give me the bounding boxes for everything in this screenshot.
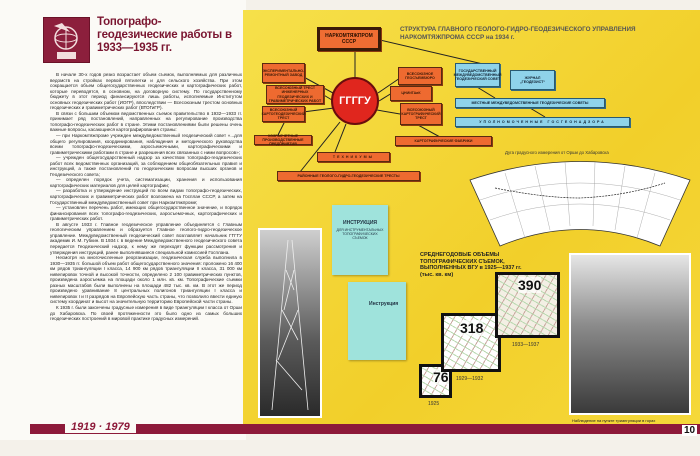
unit-box: ВСЕСОЮЗНЫЙ КАРТОГЕОДЕЗИЧЕСКИЙ ТРЕСТ: [261, 106, 306, 122]
instruction-document: Инструкция: [348, 282, 406, 360]
paragraph: В начале 30-х годов резко возрастает объ…: [50, 72, 242, 111]
page-number: 10: [682, 425, 698, 436]
unit-box: ЭКСПЕРИМЕНТАЛЬНО-РЕМОНТНЫЙ ЗАВОД: [262, 63, 305, 83]
unit-box: ВСЕСОЮЗНОЕ ГЕОСЪЕМБЮРО: [398, 67, 442, 85]
text-column: [0, 0, 246, 440]
unit-box: ВСЕСОЮЗНЫЙ ТРЕСТ ИНЖЕНЕРНЫХ ГЕОДЕЗИЧЕСКИ…: [266, 85, 324, 104]
unit-box: РАЙОННЫЕ ГЕОЛОГО-ГИДРО-ГЕОДЕЗИЧЕСКИЕ ТРЕ…: [277, 171, 420, 181]
document-subtitle: ДЛЯ ИНСТРУМЕНТАЛЬНЫХ ТОПОГРАФИЧЕСКИХ СЪЕ…: [336, 228, 384, 240]
unit-box: ЦНИИГАиК: [390, 86, 432, 101]
narkomtyazhprom-box: НАРКОМТЯЖПРОМ СССР: [317, 27, 381, 51]
body-text: В начале 30-х годов резко возрастает объ…: [50, 72, 242, 322]
ggggu-logo: [43, 17, 90, 63]
unit-box: ТЕХНИКУМЫ: [317, 152, 390, 162]
document-title: Инструкция: [369, 301, 399, 307]
journal-box: ЖУРНАЛ „ГЕОДЕЗИСТ“: [510, 70, 555, 90]
unit-box: КАРТОГРАФИЧЕСКИЕ ФАБРИКИ: [395, 136, 492, 146]
mountain-observation-photo: [569, 253, 691, 415]
volume-map-1929-1932: 318: [441, 313, 501, 372]
paragraph: — при Наркомтяжпроме учрежден междуведом…: [50, 133, 242, 155]
unit-box: ВСЕСОЮЗНЫЙ КАРТОГРАФИЧЕСКИЙ ТРЕСТ: [400, 103, 442, 125]
document-title: ИНСТРУКЦИЯ: [342, 220, 378, 226]
page-title: Топографо-геодезические работы в 1933—19…: [97, 16, 232, 54]
period-label: 1925: [428, 401, 440, 407]
inspectors-box: УПОЛНОМОЧЕННЫЕ ГОСГЕОНАДЗОРА: [455, 117, 630, 127]
paragraph: — разработка и утверждение инструкций по…: [50, 188, 242, 205]
paragraph: В связи с большим объемом ведомственных …: [50, 110, 242, 133]
paragraph: Несмотря на многочисленные реорганизации…: [50, 255, 242, 305]
volume-value: 76: [433, 369, 449, 385]
paragraph: К 1935 г. были закончены градусные измер…: [50, 304, 242, 322]
volumes-title: СРЕДНЕГОДОВЫЕ ОБЪЕМЫ ТОПОГРАФИЧЕСКИХ СЪЕ…: [420, 252, 522, 279]
paragraph: В августе 1933 г. Главное геодезическое …: [50, 221, 242, 255]
photo-caption: Наблюдение на пункте триангуляции в гора…: [572, 418, 656, 423]
period-label: 1933—1937: [512, 342, 540, 348]
period-label: 1929—1932: [456, 376, 484, 382]
paragraph: — определен порядок учета, систематизаци…: [50, 177, 242, 188]
paragraph: — установлен перечень работ, имеющих общ…: [50, 205, 242, 222]
instruction-document: ИНСТРУКЦИЯ ДЛЯ ИНСТРУМЕНТАЛЬНЫХ ТОПОГРАФ…: [332, 205, 388, 275]
triangulation-tower-photo: [258, 228, 322, 418]
unit-box: ХОЗРАСЧЕТНЫЕ ПРОИЗВОДСТВЕННЫЕ ПРЕДПРИЯТИ…: [254, 134, 312, 146]
council-box: ГОСУДАРСТВЕННЫЙ МЕЖДУВЕДОМСТВЕННЫЙ ГЕОДЕ…: [454, 63, 501, 87]
footer-bar: [30, 424, 700, 434]
ggggu-circle: ГГГГУ: [331, 77, 379, 125]
volume-value: 390: [518, 277, 542, 293]
volume-value: 318: [460, 320, 484, 336]
footer-years: 1919 · 1979: [65, 421, 136, 433]
paragraph: — учрежден общегосударственный надзор за…: [50, 155, 242, 177]
arc-map: [469, 161, 691, 247]
structure-title: СТРУКТУРА ГЛАВНОГО ГЕОЛОГО-ГИДРО-ГЕОДЕЗИ…: [400, 26, 636, 41]
volume-map-1925: 76: [419, 364, 452, 398]
local-councils-box: МЕСТНЫЕ МЕЖДУВЕДОМСТВЕННЫЕ ГЕОДЕЗИЧЕСКИЕ…: [455, 98, 605, 108]
volume-map-1933-1937: 390: [495, 272, 560, 338]
arc-caption: Дуга градусного измерения от Орши до Хаб…: [505, 150, 609, 155]
